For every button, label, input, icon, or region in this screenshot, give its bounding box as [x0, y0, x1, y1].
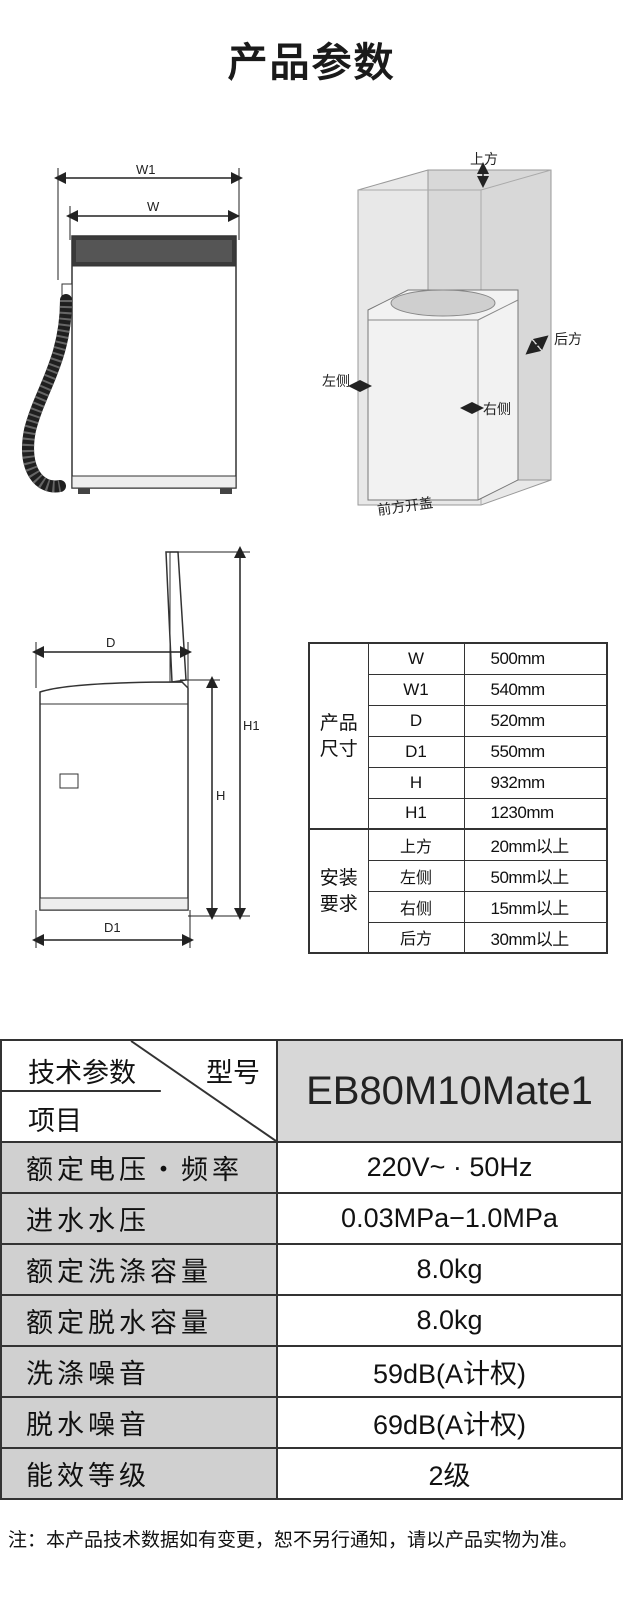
- install-key: 右侧: [367, 890, 465, 923]
- dim-value: 932mm: [463, 766, 608, 799]
- spec-name: 额定洗涤容量: [0, 1243, 278, 1296]
- install-group-label: 安装 要求: [308, 828, 369, 954]
- table-row: D 520mm: [309, 704, 608, 737]
- table-row: H 932mm: [309, 766, 608, 799]
- install-key: 上方: [367, 828, 465, 861]
- spec-table: 技术参数 型号 项目 EB80M10Mate1 额定电压・频率 220V~ · …: [0, 1039, 623, 1500]
- d-label: D: [106, 635, 115, 650]
- model-number: EB80M10Mate1: [276, 1039, 623, 1143]
- table-row: 额定电压・频率 220V~ · 50Hz: [0, 1141, 623, 1194]
- table-header-row: 技术参数 型号 项目 EB80M10Mate1: [0, 1039, 623, 1143]
- w1-label: W1: [136, 162, 156, 177]
- side-view-drawing: H1 D H D1: [32, 546, 260, 948]
- disclaimer-note: 注：本产品技术数据如有变更，恕不另行通知，请以产品实物为准。: [8, 1529, 579, 1551]
- dim-value: 520mm: [463, 704, 608, 737]
- spec-value: 8.0kg: [276, 1294, 623, 1347]
- header-params-label: 技术参数: [28, 1058, 136, 1089]
- spec-name: 洗涤噪音: [0, 1345, 278, 1398]
- h1-label: H1: [243, 718, 260, 733]
- spec-name: 额定电压・频率: [0, 1141, 278, 1194]
- table-row: 安装 要求 上方 20mm以上: [308, 828, 608, 954]
- header-corner-cell: 技术参数 型号 项目: [0, 1039, 278, 1143]
- w-label: W: [147, 199, 160, 214]
- spec-value: 8.0kg: [276, 1243, 623, 1296]
- table-row: W1 540mm: [309, 673, 608, 706]
- table-row: 产品 尺寸 W 500mm: [308, 642, 608, 830]
- h-label: H: [216, 788, 225, 803]
- dim-value: 1230mm: [463, 797, 608, 830]
- table-row: 能效等级 2级: [0, 1447, 623, 1500]
- dim-value: 540mm: [463, 673, 608, 706]
- spec-name: 额定脱水容量: [0, 1294, 278, 1347]
- install-clearance-drawing: 上方 后方 左侧 右侧 前方开盖: [322, 152, 582, 519]
- dim-key: D1: [367, 735, 465, 768]
- spec-name: 脱水噪音: [0, 1396, 278, 1449]
- table-row: 额定洗涤容量 8.0kg: [0, 1243, 623, 1296]
- spec-value: 69dB(A计权): [276, 1396, 623, 1449]
- page-title: 产品参数: [227, 40, 396, 86]
- install-key: 后方: [367, 921, 465, 954]
- dim-key: H: [367, 766, 465, 799]
- table-row: 额定脱水容量 8.0kg: [0, 1294, 623, 1347]
- dim-value: 550mm: [463, 735, 608, 768]
- right-label: 右侧: [483, 402, 511, 418]
- install-value: 30mm以上: [463, 921, 608, 954]
- table-row: D1 550mm: [309, 735, 608, 768]
- spec-value: 220V~ · 50Hz: [276, 1141, 623, 1194]
- front-view-drawing: W1 W: [22, 162, 243, 494]
- dim-key: W1: [367, 673, 465, 706]
- table-row: 后方 30mm以上: [309, 921, 608, 954]
- spec-value: 0.03MPa−1.0MPa: [276, 1192, 623, 1245]
- install-value: 15mm以上: [463, 890, 608, 923]
- spec-value: 59dB(A计权): [276, 1345, 623, 1398]
- dim-key: D: [367, 704, 465, 737]
- install-value: 20mm以上: [463, 828, 608, 861]
- table-row: 右侧 15mm以上: [309, 890, 608, 923]
- dim-key: H1: [367, 797, 465, 830]
- left-label: 左侧: [322, 374, 350, 390]
- spec-name: 能效等级: [0, 1447, 278, 1500]
- spec-name: 进水水压: [0, 1192, 278, 1245]
- header-item-label: 项目: [28, 1106, 82, 1137]
- table-row: 进水水压 0.03MPa−1.0MPa: [0, 1192, 623, 1245]
- table-row: H1 1230mm: [309, 797, 608, 830]
- table-row: 洗涤噪音 59dB(A计权): [0, 1345, 623, 1398]
- table-row: 脱水噪音 69dB(A计权): [0, 1396, 623, 1449]
- install-value: 50mm以上: [463, 859, 608, 892]
- d1-label: D1: [104, 920, 121, 935]
- top-label: 上方: [470, 152, 498, 168]
- dimension-table: 产品 尺寸 W 500mm W1 540mm D 520mm D1 550mm …: [308, 642, 608, 954]
- back-label: 后方: [554, 332, 582, 348]
- dim-key: W: [367, 642, 465, 675]
- size-group-label: 产品 尺寸: [308, 642, 369, 830]
- install-key: 左侧: [367, 859, 465, 892]
- header-diagonal: [2, 1041, 276, 1141]
- dim-value: 500mm: [463, 642, 608, 675]
- spec-value: 2级: [276, 1447, 623, 1500]
- header-model-label: 型号: [206, 1058, 260, 1089]
